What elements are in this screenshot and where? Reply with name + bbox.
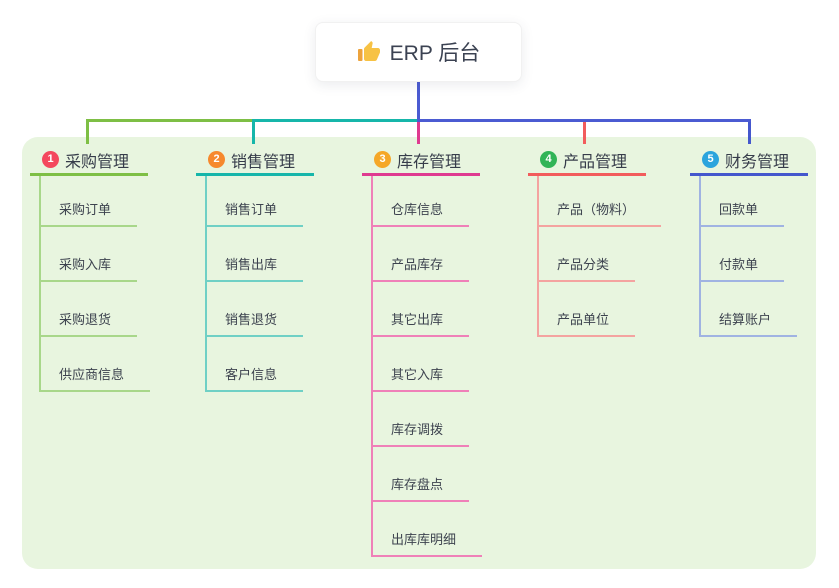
branch-title-label: 采购管理 xyxy=(65,153,130,171)
connector-bus-teal xyxy=(252,119,419,122)
child-node[interactable]: 采购订单 xyxy=(41,176,138,227)
child-node[interactable]: 采购入库 xyxy=(41,227,138,282)
child-node[interactable]: 销售出库 xyxy=(207,227,304,282)
branch-number-badge: 3 xyxy=(374,151,391,168)
connector-bus-green xyxy=(86,119,254,122)
child-node-label: 产品单位 xyxy=(557,312,610,327)
connector-root-stem xyxy=(417,80,420,121)
child-node-label: 其它入库 xyxy=(391,367,444,382)
branch-number-badge: 5 xyxy=(702,151,719,168)
child-node[interactable]: 供应商信息 xyxy=(41,337,151,392)
child-node-label: 客户信息 xyxy=(225,367,278,382)
branch-2: 2 销售管理销售订单销售出库销售退货客户信息 xyxy=(196,146,314,392)
branch-title-label: 产品管理 xyxy=(563,153,628,171)
root-title: ERP 后台 xyxy=(389,42,481,65)
child-node[interactable]: 仓库信息 xyxy=(373,176,470,227)
child-node-label: 产品（物料） xyxy=(557,202,636,217)
child-node[interactable]: 产品（物料） xyxy=(539,176,662,227)
connector-drop-3 xyxy=(417,119,420,144)
child-node-label: 供应商信息 xyxy=(59,367,125,382)
branch-children: 产品（物料） 产品分类产品单位 xyxy=(537,176,662,337)
child-node[interactable]: 回款单 xyxy=(701,176,785,227)
connector-drop-4 xyxy=(583,119,586,144)
child-node[interactable]: 其它出库 xyxy=(373,282,470,337)
child-node-label: 出库库明细 xyxy=(391,532,457,547)
child-node-label: 库存调拨 xyxy=(391,422,444,437)
branch-node-5[interactable]: 5 财务管理 xyxy=(690,146,808,176)
connector-bus-blue xyxy=(417,119,751,122)
thumbs-up-icon xyxy=(357,40,381,64)
child-node-label: 产品分类 xyxy=(557,257,610,272)
branch-node-2[interactable]: 2 销售管理 xyxy=(196,146,314,176)
child-node-label: 仓库信息 xyxy=(391,202,444,217)
child-node-label: 库存盘点 xyxy=(391,477,444,492)
child-node-label: 销售出库 xyxy=(225,257,278,272)
child-node[interactable]: 销售订单 xyxy=(207,176,304,227)
branch-node-3[interactable]: 3 库存管理 xyxy=(362,146,480,176)
branch-title-label: 销售管理 xyxy=(231,153,296,171)
child-node[interactable]: 库存调拨 xyxy=(373,392,470,447)
child-node-label: 销售订单 xyxy=(225,202,278,217)
root-node[interactable]: ERP 后台 xyxy=(315,22,522,82)
child-node[interactable]: 销售退货 xyxy=(207,282,304,337)
child-node-label: 采购订单 xyxy=(59,202,112,217)
child-node-label: 付款单 xyxy=(719,257,759,272)
child-node-label: 其它出库 xyxy=(391,312,444,327)
branch-children: 回款单付款单结算账户 xyxy=(699,176,798,337)
branch-title-label: 财务管理 xyxy=(725,153,790,171)
branch-children: 仓库信息产品库存其它出库其它入库库存调拨库存盘点出库库明细 xyxy=(371,176,483,557)
branch-number-badge: 4 xyxy=(540,151,557,168)
child-node-label: 采购退货 xyxy=(59,312,112,327)
branch-5: 5 财务管理回款单付款单结算账户 xyxy=(690,146,808,337)
child-node-label: 结算账户 xyxy=(719,312,772,327)
child-node-label: 回款单 xyxy=(719,202,759,217)
child-node[interactable]: 客户信息 xyxy=(207,337,304,392)
branch-node-1[interactable]: 1 采购管理 xyxy=(30,146,148,176)
branch-number-badge: 1 xyxy=(42,151,59,168)
child-node[interactable]: 产品库存 xyxy=(373,227,470,282)
child-node-label: 采购入库 xyxy=(59,257,112,272)
child-node[interactable]: 产品分类 xyxy=(539,227,636,282)
branch-1: 1 采购管理采购订单采购入库采购退货供应商信息 xyxy=(30,146,151,392)
child-node-label: 产品库存 xyxy=(391,257,444,272)
connector-drop-5 xyxy=(748,119,751,144)
connector-drop-2 xyxy=(252,119,255,144)
branch-title-label: 库存管理 xyxy=(397,153,462,171)
child-node[interactable]: 其它入库 xyxy=(373,337,470,392)
branch-node-4[interactable]: 4 产品管理 xyxy=(528,146,646,176)
child-node[interactable]: 付款单 xyxy=(701,227,785,282)
child-node[interactable]: 库存盘点 xyxy=(373,447,470,502)
child-node[interactable]: 采购退货 xyxy=(41,282,138,337)
branch-children: 采购订单采购入库采购退货供应商信息 xyxy=(39,176,151,392)
child-node[interactable]: 产品单位 xyxy=(539,282,636,337)
branch-children: 销售订单销售出库销售退货客户信息 xyxy=(205,176,304,392)
child-node[interactable]: 结算账户 xyxy=(701,282,798,337)
branch-number-badge: 2 xyxy=(208,151,225,168)
mindmap-panel xyxy=(22,137,816,569)
branch-3: 3 库存管理仓库信息产品库存其它出库其它入库库存调拨库存盘点出库库明细 xyxy=(362,146,483,557)
connector-drop-1 xyxy=(86,119,89,144)
child-node-label: 销售退货 xyxy=(225,312,278,327)
branch-4: 4 产品管理产品（物料） 产品分类产品单位 xyxy=(528,146,662,337)
child-node[interactable]: 出库库明细 xyxy=(373,502,483,557)
